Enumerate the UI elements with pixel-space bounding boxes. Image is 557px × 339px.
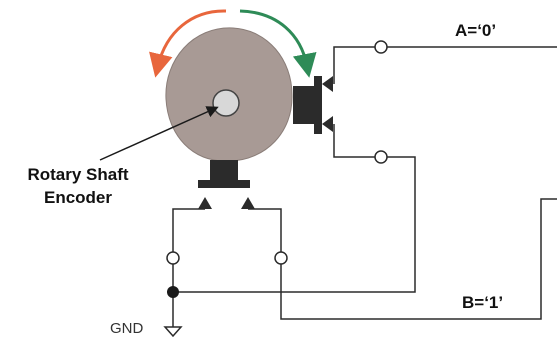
terminal-right xyxy=(274,251,288,265)
junction-node xyxy=(167,286,179,298)
contact-right-triangle-icon xyxy=(241,197,255,209)
contact-a-triangle-icon xyxy=(322,76,333,92)
bottom-contact-housing xyxy=(210,160,238,182)
terminal-b xyxy=(374,150,388,164)
ccw-rotation-arrow-icon xyxy=(149,9,227,78)
right-contact-housing xyxy=(293,86,315,124)
terminal-left xyxy=(166,251,180,265)
output-b-label: B=‘1’ xyxy=(462,293,503,312)
bottom-wiring xyxy=(172,208,282,327)
encoder-shaft xyxy=(212,89,240,117)
cw-rotation-arrow-icon xyxy=(239,9,317,78)
encoder-pointer-arrow xyxy=(99,106,219,161)
ground-icon xyxy=(163,326,183,338)
bottom-contact-plate xyxy=(198,180,250,188)
contact-left-triangle-icon xyxy=(198,197,212,209)
encoder-label-line2: Encoder xyxy=(44,188,112,207)
right-contact-plate xyxy=(314,76,322,134)
ground-label: GND xyxy=(110,320,144,337)
encoder-label-line1: Rotary Shaft xyxy=(27,165,128,184)
contact-b-triangle-icon xyxy=(322,116,333,132)
output-a-label: A=‘0’ xyxy=(455,21,496,40)
right-wiring xyxy=(173,46,557,320)
terminal-a xyxy=(374,40,388,54)
